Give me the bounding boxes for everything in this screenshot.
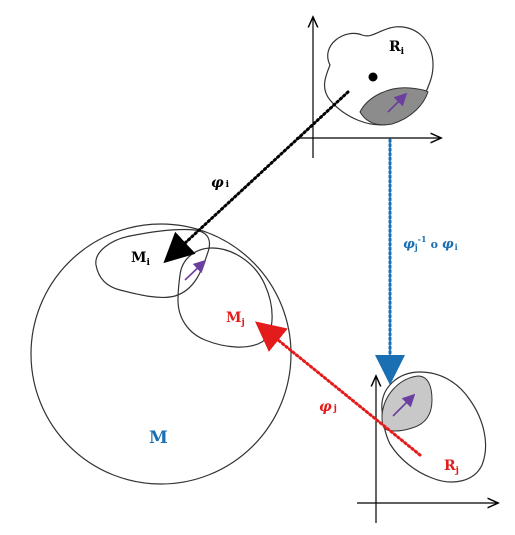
r-i-tangent-arrow (387, 92, 408, 113)
m-i-label-sub: i (147, 258, 151, 268)
m-j-label-main: M (226, 310, 242, 326)
m-j-label-sub: j (241, 318, 245, 328)
m-i-label-main: M (131, 250, 147, 266)
r-j-label-main: R (444, 458, 456, 474)
transition-circ: o (431, 238, 438, 251)
m-j-region (177, 247, 273, 348)
transition-sub2: i (455, 242, 458, 252)
transition-sup: -1 (418, 234, 427, 244)
manifold-m (30, 223, 292, 485)
m-j-label: Mj (226, 310, 245, 328)
r-i-axes (296, 18, 440, 158)
manifold-m-label: M (149, 428, 168, 448)
m-i-region (95, 228, 211, 299)
phi-j-label-sub: j (333, 404, 337, 414)
r-j-label-sub: j (455, 466, 459, 476)
r-i-point (368, 72, 378, 82)
phi-i-map-arrow (163, 90, 350, 264)
transition-phi2: φ (442, 237, 454, 252)
phi-i-label-main: φ (211, 175, 224, 191)
phi-j-label-main: φ (319, 399, 332, 415)
m-tangent-arrow (184, 259, 207, 281)
r-i-label: Ri (389, 39, 405, 57)
m-i-label: Mi (131, 250, 151, 268)
r-j-axes (357, 377, 497, 523)
r-j-tangent-arrow (392, 393, 416, 417)
phi-j-map-arrow (255, 321, 422, 457)
phi-i-label-sub: i (226, 180, 230, 190)
transition-phi1: φ (403, 237, 415, 252)
transition-sub1: j (414, 242, 418, 252)
r-i-label-sub: i (401, 47, 405, 57)
r-i-label-main: R (389, 39, 401, 55)
r-j-label: Rj (444, 458, 459, 476)
